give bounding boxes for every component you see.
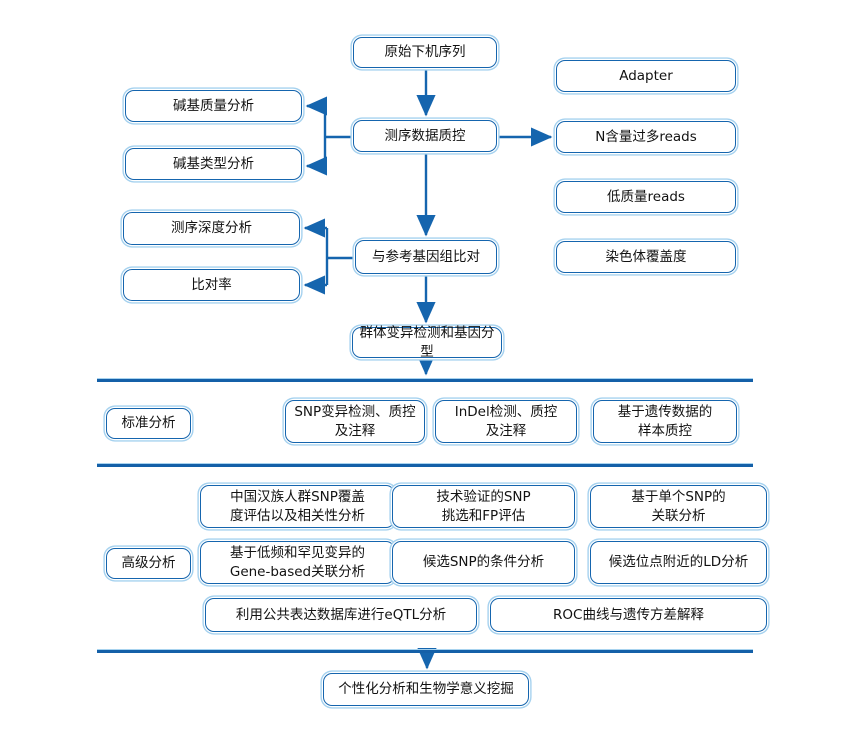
node-candidate-snp-conditional-analysis: 候选SNP的条件分析 bbox=[392, 541, 575, 584]
node-eqtl-analysis: 利用公共表达数据库进行eQTL分析 bbox=[205, 598, 477, 632]
node-base-type-analysis: 碱基类型分析 bbox=[125, 148, 302, 180]
node-indel-detection-qc-annotation: InDel检测、质控 及注释 bbox=[435, 400, 577, 443]
section-divider-bottom bbox=[97, 649, 753, 653]
node-snp-detection-qc-annotation: SNP变异检测、质控 及注释 bbox=[285, 400, 425, 443]
node-genetic-data-sample-qc: 基于遗传数据的 样本质控 bbox=[593, 400, 737, 443]
section-divider-advanced bbox=[97, 463, 753, 467]
node-validated-snp-fp-evaluation: 技术验证的SNP 挑选和FP评估 bbox=[392, 485, 575, 528]
node-adapter: Adapter bbox=[556, 60, 736, 92]
label-standard-analysis: 标准分析 bbox=[106, 408, 191, 439]
section-divider-standard bbox=[97, 378, 753, 382]
node-han-snp-coverage-correlation: 中国汉族人群SNP覆盖 度评估以及相关性分析 bbox=[200, 485, 395, 528]
node-high-n-reads: N含量过多reads bbox=[556, 121, 736, 153]
node-low-quality-reads: 低质量reads bbox=[556, 181, 736, 213]
node-sequencing-qc: 测序数据质控 bbox=[353, 120, 497, 152]
node-raw-reads: 原始下机序列 bbox=[353, 37, 497, 68]
node-candidate-locus-ld-analysis: 候选位点附近的LD分析 bbox=[590, 541, 767, 584]
node-base-quality-analysis: 碱基质量分析 bbox=[125, 90, 302, 122]
node-chromosome-coverage: 染色体覆盖度 bbox=[556, 241, 736, 273]
node-personalized-analysis: 个性化分析和生物学意义挖掘 bbox=[323, 673, 529, 706]
node-single-snp-association: 基于单个SNP的 关联分析 bbox=[590, 485, 767, 528]
node-population-variant-genotyping: 群体变异检测和基因分型 bbox=[352, 325, 502, 360]
node-mapping-rate: 比对率 bbox=[123, 269, 300, 301]
node-gene-based-association: 基于低频和罕见变异的 Gene-based关联分析 bbox=[200, 541, 395, 584]
node-roc-heritability: ROC曲线与遗传方差解释 bbox=[490, 598, 767, 632]
node-sequencing-depth-analysis: 测序深度分析 bbox=[123, 212, 300, 245]
node-reference-alignment: 与参考基因组比对 bbox=[355, 240, 497, 274]
label-advanced-analysis: 高级分析 bbox=[106, 548, 191, 579]
